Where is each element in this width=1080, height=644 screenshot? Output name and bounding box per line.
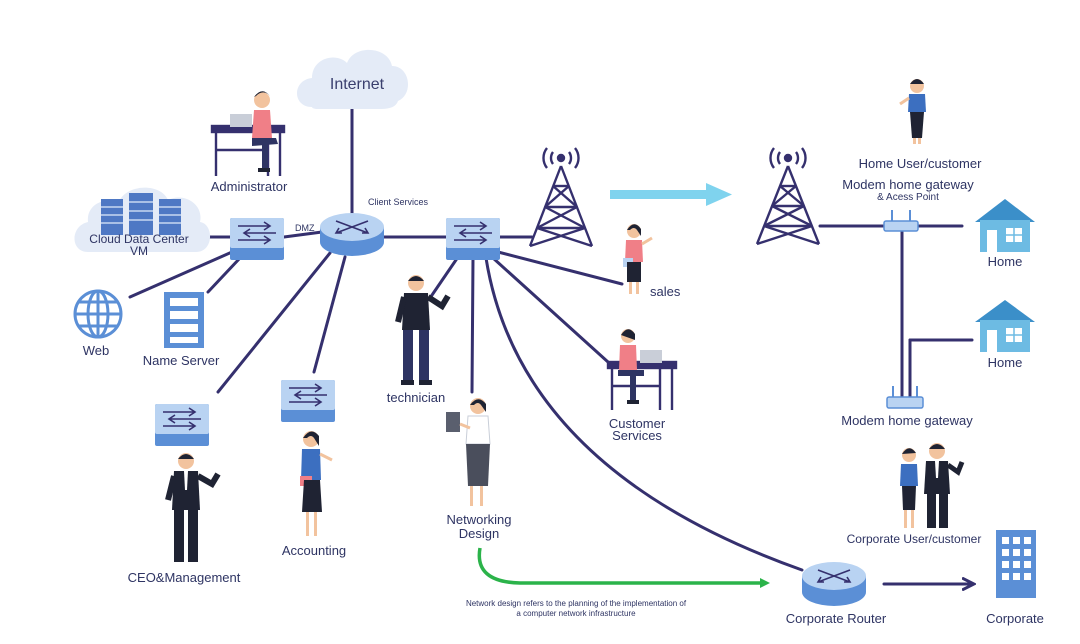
globe-icon: [73, 289, 123, 339]
web-label: Web: [82, 343, 110, 358]
router-icon: [802, 562, 866, 606]
internet-label: Internet: [329, 76, 385, 93]
access-point-icon: [886, 386, 924, 409]
design-note-line2: a computer network infrastructure: [516, 609, 636, 618]
access-point-icon: [883, 210, 919, 232]
customer-services-person-icon: [618, 329, 644, 404]
house-icon: [975, 300, 1035, 352]
corporate-label: Corporate: [986, 611, 1044, 626]
corporate-router-label: Corporate Router: [785, 611, 887, 626]
sales-label: sales: [650, 284, 681, 299]
access-point-label: & Acess Point: [877, 192, 939, 203]
corporate-user-person-icon: [900, 448, 918, 528]
home-label-1: Home: [987, 254, 1023, 269]
technician-person-icon: [395, 275, 451, 385]
client-services-label: Client Services: [368, 197, 429, 207]
desk-icon: [606, 360, 678, 410]
desk-icon: [210, 124, 286, 176]
server-icon: [164, 292, 204, 348]
ceo-management-label: CEO&Management: [127, 570, 241, 585]
home-user-person-icon: [899, 79, 926, 144]
corporate-user-person-icon: [924, 443, 965, 528]
laptop-icon: [640, 350, 662, 363]
switch-icon: [281, 380, 335, 422]
customer-services-label-line2: Services: [612, 428, 662, 443]
sales-person-icon: [623, 224, 653, 294]
laptop-icon: [230, 114, 252, 127]
cloud-data-center-icon: [74, 187, 211, 252]
name-server-label: Name Server: [142, 353, 220, 368]
tower-icon: [755, 147, 821, 246]
design-note-line1: Network design refers to the planning of…: [465, 599, 687, 608]
networking-design-label-line1: Networking: [446, 512, 512, 527]
corporate-user-label: Corporate User/customer: [846, 532, 982, 546]
customer-services-label-line1: Customer: [608, 416, 666, 431]
switch-icon: [155, 404, 209, 446]
data-flow-arrow: [610, 183, 732, 206]
home-user-label: Home User/customer: [858, 156, 982, 171]
tower-icon: [528, 147, 594, 248]
building-icon: [996, 530, 1036, 598]
ceo-person-icon: [165, 453, 221, 562]
cloud-vm-label: VM: [130, 244, 148, 258]
router-icon: [320, 213, 384, 256]
administrator-label: Administrator: [210, 179, 288, 194]
administrator-person-icon: [252, 91, 278, 172]
design-arrow: [477, 547, 770, 588]
home-label-2: Home: [987, 355, 1023, 370]
connection-lines: [128, 106, 972, 584]
networking-design-person-icon: [446, 398, 491, 506]
dmz-label: DMZ: [295, 223, 315, 233]
modem-gateway-ap-label: Modem home gateway: [842, 177, 974, 192]
modem-gateway-label: Modem home gateway: [841, 413, 973, 428]
accounting-label: Accounting: [281, 543, 347, 558]
internet-cloud-icon: [297, 49, 409, 109]
switch-icon: [446, 218, 500, 260]
switch-icon: [230, 218, 284, 260]
technician-label: technician: [386, 390, 446, 405]
networking-design-label-line2: Design: [458, 526, 500, 541]
accounting-person-icon: [300, 431, 333, 536]
cloud-data-center-label: Cloud Data Center: [89, 232, 189, 246]
house-icon: [975, 199, 1035, 252]
